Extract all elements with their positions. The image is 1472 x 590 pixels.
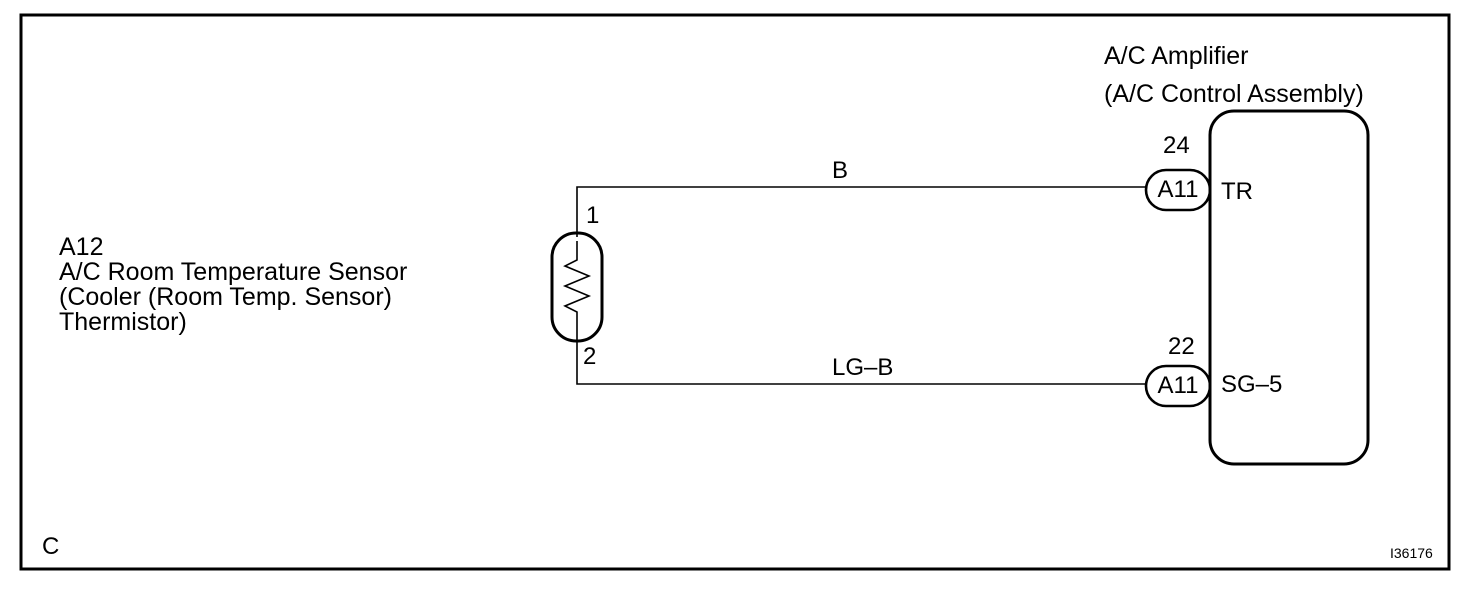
sensor-pin-1: 1 <box>586 202 600 229</box>
figure-id: I36176 <box>1390 545 1433 561</box>
amplifier-name-line-1: A/C Amplifier <box>1104 42 1249 70</box>
sensor-label: A12 A/C Room Temperature Sensor (Cooler … <box>59 235 407 335</box>
sensor-name-line-2: (Cooler (Room Temp. Sensor) <box>59 283 392 311</box>
wire-color-lg-b: LG–B <box>832 354 894 381</box>
connector-code-top: A11 <box>1157 176 1199 203</box>
amplifier-name-line-2: (A/C Control Assembly) <box>1104 80 1364 108</box>
connector-code-bottom: A11 <box>1157 372 1199 399</box>
connector-pin-24: 24 <box>1163 132 1190 159</box>
sensor-name-line-3: Thermistor) <box>59 308 187 336</box>
sensor-code: A12 <box>59 233 104 261</box>
wire-b <box>576 186 1148 237</box>
thermistor-body <box>550 231 604 343</box>
amplifier-label: A/C Amplifier (A/C Control Assembly) <box>1104 37 1364 113</box>
connector-pin-22: 22 <box>1168 333 1195 360</box>
resistor-zigzag-icon <box>562 241 592 338</box>
amplifier-box <box>1208 109 1370 466</box>
sensor-pin-2: 2 <box>583 343 597 370</box>
sensor-name-line-1: A/C Room Temperature Sensor <box>59 258 408 286</box>
diagram-frame <box>19 13 1451 571</box>
terminal-tr: TR <box>1221 178 1253 205</box>
terminal-sg-5: SG–5 <box>1221 371 1283 398</box>
wire-lg-b <box>576 338 1148 385</box>
frame-letter: C <box>42 533 60 560</box>
wire-color-b: B <box>832 157 849 184</box>
